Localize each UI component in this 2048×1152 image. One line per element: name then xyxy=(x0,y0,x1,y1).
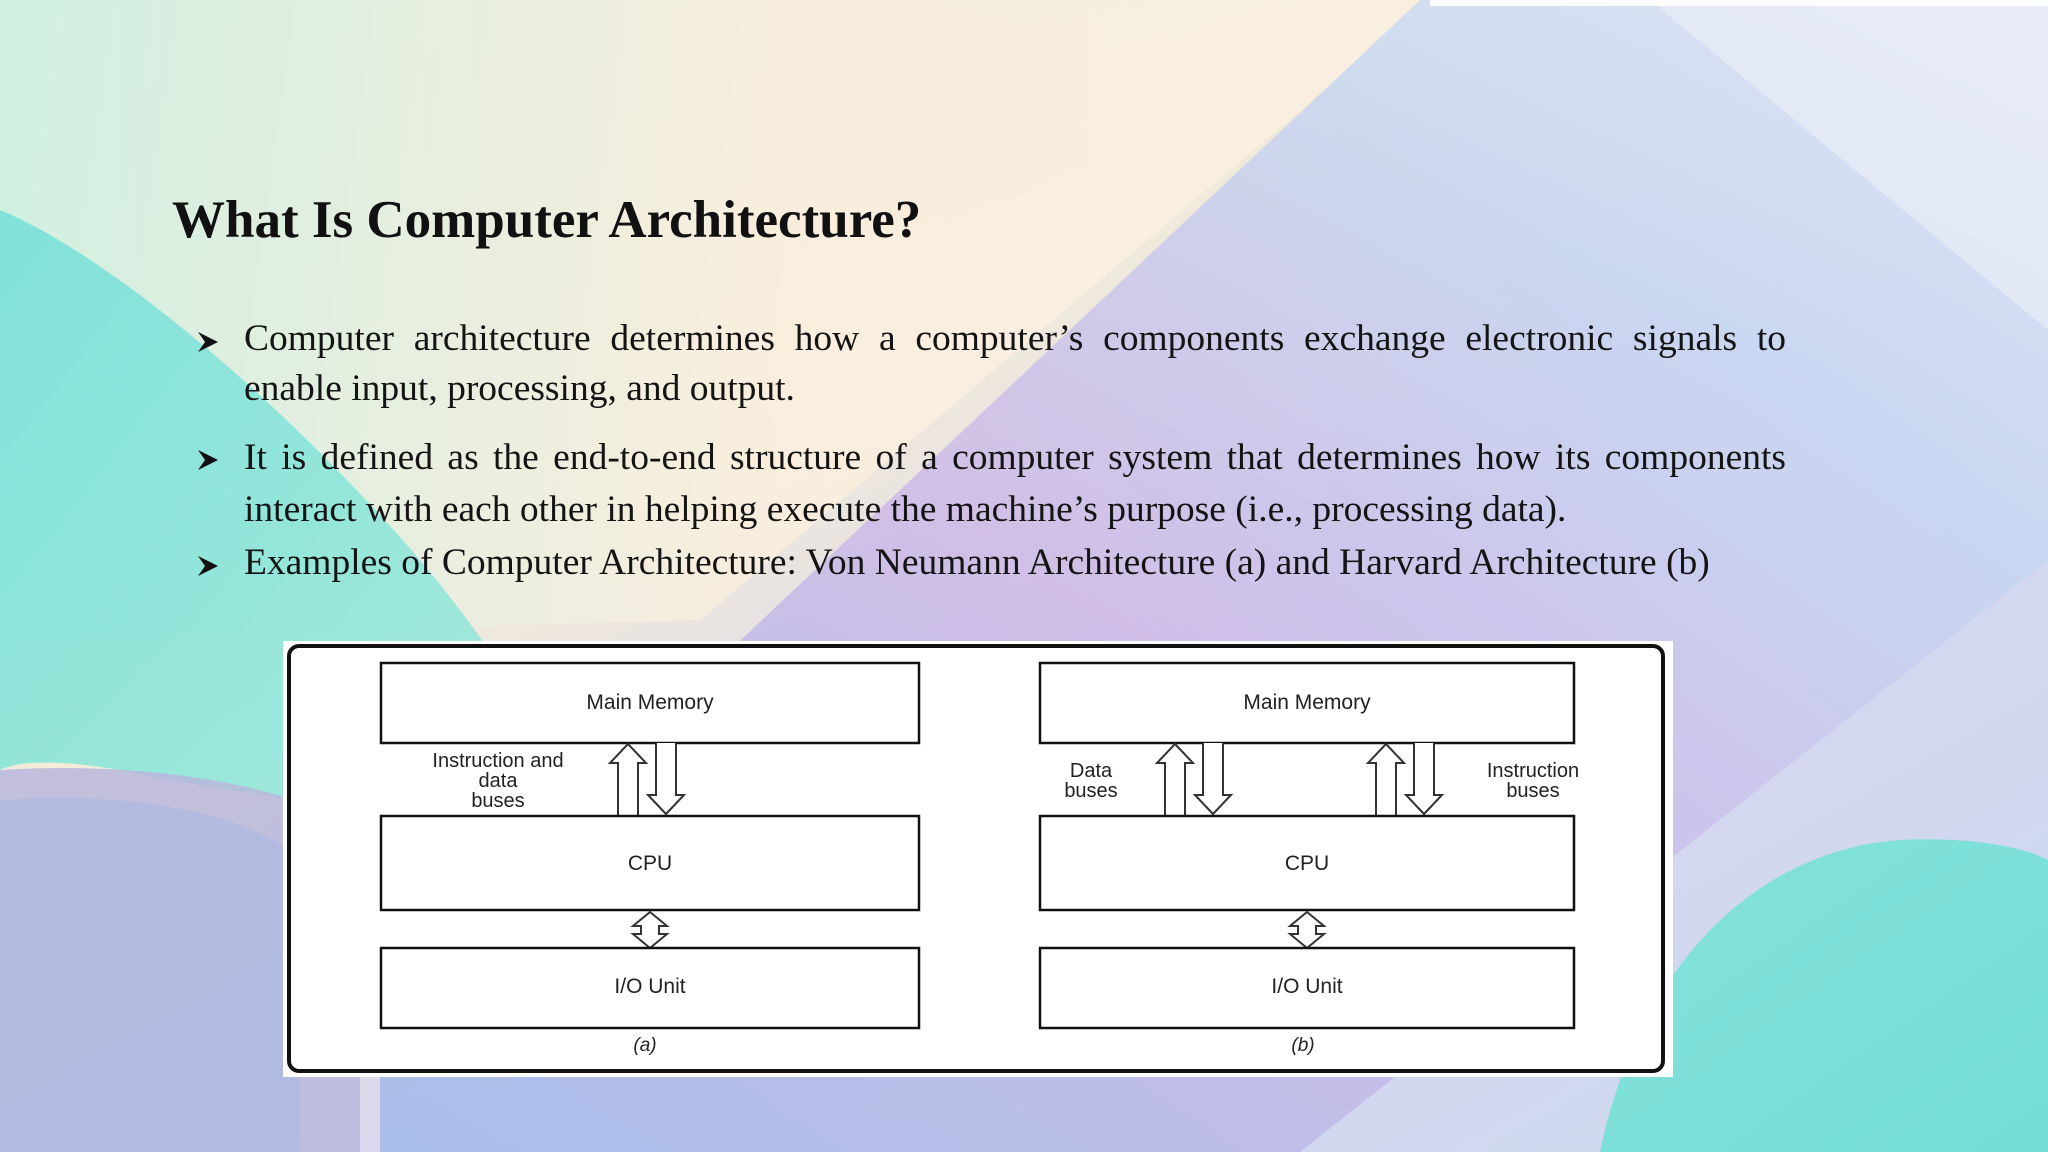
instruction-bus-up-arrow xyxy=(1365,742,1407,815)
arrowhead-bullet-icon xyxy=(198,332,218,352)
architecture-diagram: Main Memory Instruction and data buses C… xyxy=(287,644,1665,1073)
bus-label: Instruction and xyxy=(432,750,563,772)
cpu-label: CPU xyxy=(628,852,672,875)
bus-label: data xyxy=(479,770,519,792)
io-unit-box xyxy=(379,946,921,1030)
figure-caption: (a) xyxy=(633,1035,656,1056)
io-unit-label: I/O Unit xyxy=(614,975,685,998)
instruction-bus-label: buses xyxy=(1506,780,1559,802)
architecture-figure: Main Memory Instruction and data buses C… xyxy=(283,641,1673,1077)
cpu-box xyxy=(379,814,921,912)
arrowhead-bullet-icon xyxy=(198,450,218,470)
bus-label: buses xyxy=(471,790,524,812)
main-memory-box xyxy=(379,661,921,745)
bullet-text: It is defined as the end-to-end structur… xyxy=(244,437,1786,530)
bullet-item: It is defined as the end-to-end structur… xyxy=(196,432,1786,536)
main-memory-label: Main Memory xyxy=(1243,691,1371,714)
data-bus-down-arrow xyxy=(1192,743,1234,816)
slide-title: What Is Computer Architecture? xyxy=(172,191,922,249)
figure-caption: (b) xyxy=(1291,1035,1314,1056)
instruction-bus-down-arrow xyxy=(1403,743,1445,816)
bullet-item: Examples of Computer Architecture: Von N… xyxy=(196,538,1786,588)
main-memory-label: Main Memory xyxy=(586,691,714,714)
arrowhead-bullet-icon xyxy=(198,556,218,576)
main-memory-box xyxy=(1038,661,1576,745)
data-bus-label: buses xyxy=(1064,780,1117,802)
von-neumann-diagram: Main Memory Instruction and data buses C… xyxy=(379,661,921,1056)
bullet-text: Examples of Computer Architecture: Von N… xyxy=(244,542,1710,583)
io-unit-label: I/O Unit xyxy=(1271,975,1342,998)
harvard-diagram: Main Memory Data buses Instruction buses… xyxy=(1038,661,1579,1056)
cpu-box xyxy=(1038,814,1576,912)
bullet-list: Computer architecture determines how a c… xyxy=(196,314,1786,588)
cpu-label: CPU xyxy=(1285,852,1329,875)
data-bus-up-arrow xyxy=(1154,742,1196,815)
bus-up-arrow xyxy=(607,742,649,815)
instruction-bus-label: Instruction xyxy=(1487,760,1579,782)
io-unit-box xyxy=(1038,946,1576,1030)
data-bus-label: Data xyxy=(1070,760,1113,782)
bus-down-arrow xyxy=(645,743,687,816)
bullet-text: Computer architecture determines how a c… xyxy=(244,318,1786,409)
bullet-item: Computer architecture determines how a c… xyxy=(196,314,1786,414)
